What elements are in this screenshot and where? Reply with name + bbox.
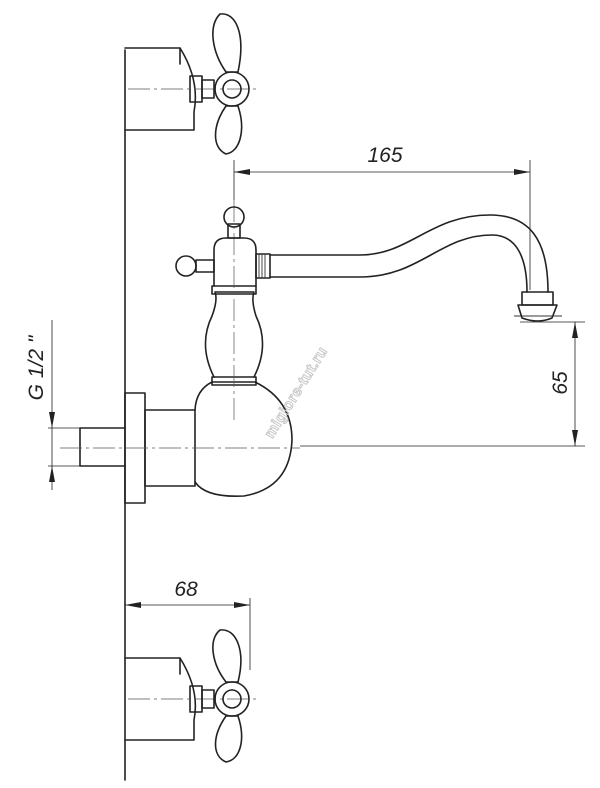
spout-reach-label: 165	[367, 144, 402, 167]
spout-height-label: 65	[549, 371, 572, 395]
bottom-valve-cross-handle	[201, 629, 250, 763]
bottom-valve	[124, 629, 260, 763]
dimension-spout-reach: 165	[233, 144, 531, 290]
side-lever-handle	[175, 255, 215, 277]
dimension-thread-size: G 1/2 "	[25, 320, 80, 490]
thread-size-label: G 1/2 "	[25, 334, 48, 400]
top-valve	[124, 13, 260, 155]
spout	[255, 214, 562, 322]
top-lever-handle	[223, 206, 245, 239]
mixer-body	[60, 200, 300, 504]
dimension-spout-height: 65	[300, 321, 585, 447]
dimension-valve-distance: 68	[125, 578, 251, 670]
valve-distance-label: 68	[174, 578, 198, 601]
top-valve-cross-handle	[201, 13, 250, 155]
